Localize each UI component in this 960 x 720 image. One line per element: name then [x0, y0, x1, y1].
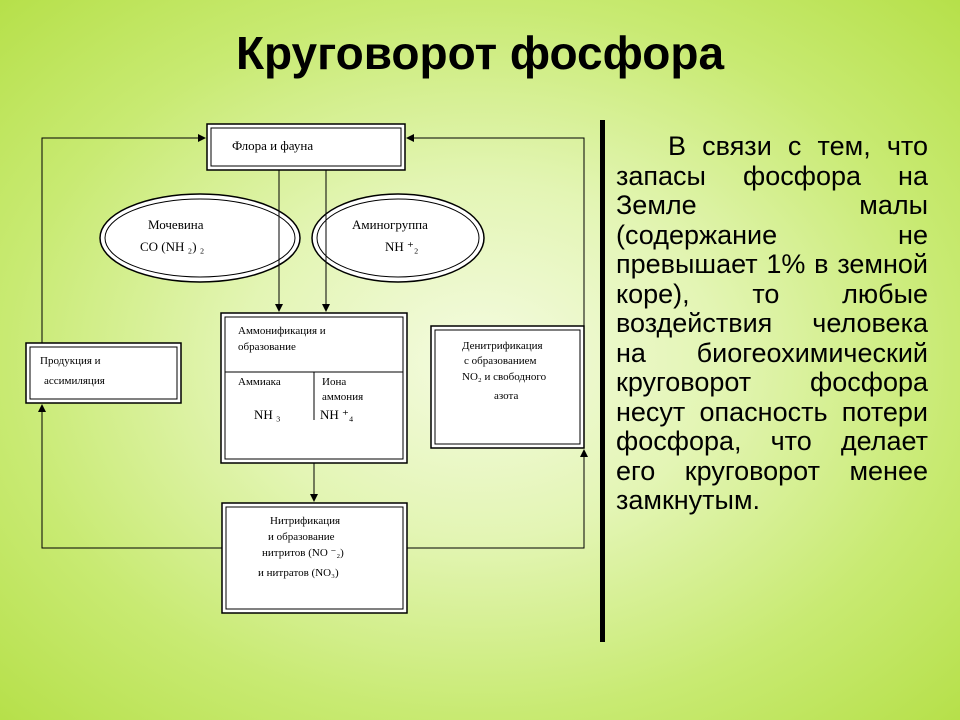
- body-paragraph: В связи с тем, что запасы фосфора на Зем…: [616, 131, 928, 515]
- denitrification-line3: NO₂ и свободного: [462, 371, 547, 383]
- nitrification-line3: нитритов (NO ⁻₂): [262, 547, 344, 559]
- nitrification-box: Нитрификация и образование нитритов (NO …: [221, 502, 408, 614]
- denitrification-line2: с образованием: [464, 355, 536, 367]
- production-line2: ассимиляция: [44, 375, 105, 387]
- arrow-production-to-flora: [41, 134, 206, 343]
- urea-formula: CO (NH ₂) ₂: [140, 239, 204, 254]
- connector-lines: [38, 134, 588, 549]
- ammonification-box: Аммонификация и образование Аммиака NH ₃…: [220, 312, 408, 464]
- nitrification-line1: Нитрификация: [270, 515, 340, 527]
- ion-label-line1: Иона: [322, 376, 346, 388]
- arrow-nitrification-to-denitrification: [407, 449, 588, 549]
- arrow-denitrification-to-flora: [406, 134, 585, 326]
- nitrification-line4: и нитратов (NO₃): [258, 567, 339, 579]
- amino-group-ellipse: Аминогруппа NH ⁺₂: [311, 193, 485, 283]
- nitrification-line2: и образование: [268, 531, 335, 543]
- arrow-nitrification-to-production: [38, 404, 222, 549]
- ammonia-label: Аммиака: [238, 376, 281, 388]
- flora-fauna-box: Флора и фауна: [206, 123, 406, 171]
- ion-label-line2: аммония: [322, 391, 363, 403]
- denitrification-line1: Денитрификация: [462, 340, 543, 352]
- ammonification-line1: Аммонификация и: [238, 325, 326, 337]
- production-box: Продукция и ассимиляция: [25, 342, 182, 404]
- production-line1: Продукция и: [40, 355, 101, 367]
- denitrification-box: Денитрификация с образованием NO₂ и своб…: [430, 325, 585, 449]
- flora-fauna-label: Флора и фауна: [232, 138, 313, 153]
- ammonification-line2: образование: [238, 341, 296, 353]
- vertical-divider: [600, 120, 605, 642]
- amino-group-label: Аминогруппа: [352, 217, 428, 232]
- denitrification-line4: азота: [494, 390, 518, 402]
- ammonia-formula: NH ₃: [254, 407, 281, 422]
- urea-label: Мочевина: [148, 217, 204, 232]
- amino-group-formula: NH ⁺₂: [385, 239, 418, 254]
- slide-title: Круговорот фосфора: [235, 27, 725, 79]
- body-text-block: В связи с тем, что запасы фосфора на Зем…: [616, 131, 928, 516]
- urea-ellipse: Мочевина CO (NH ₂) ₂: [99, 193, 301, 283]
- ion-formula: NH ⁺₄: [320, 407, 354, 422]
